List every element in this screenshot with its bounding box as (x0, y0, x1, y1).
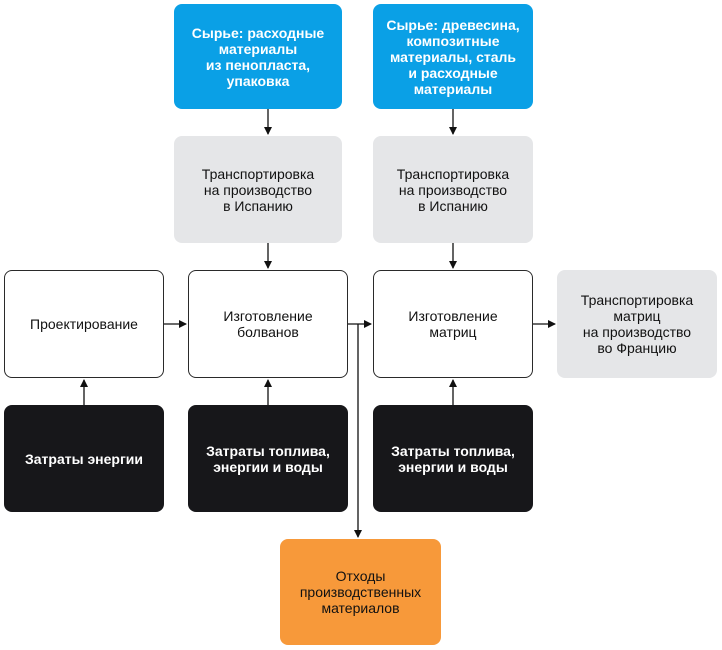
mold-manufacturing-box: Изготовление матриц (373, 270, 533, 378)
design-box: Проектирование (4, 270, 164, 378)
fuel-energy-water-costs-box-1: Затраты топлива, энергии и воды (188, 405, 348, 512)
transport-to-france-box: Транспортировка матриц на производство в… (557, 270, 717, 378)
plug-manufacturing-box: Изготовление болванов (188, 270, 348, 378)
transport-to-spain-box-1: Транспортировка на производство в Испани… (174, 136, 342, 243)
waste-box: Отходы производственных материалов (280, 539, 441, 645)
fuel-energy-water-costs-box-2: Затраты топлива, энергии и воды (373, 405, 533, 512)
transport-to-spain-box-2: Транспортировка на производство в Испани… (373, 136, 533, 243)
raw-materials-foam-box: Сырье: расходные материалы из пенопласта… (174, 4, 342, 109)
raw-materials-wood-box: Сырье: древесина, композитные материалы,… (373, 4, 533, 109)
energy-costs-box: Затраты энергии (4, 405, 164, 512)
